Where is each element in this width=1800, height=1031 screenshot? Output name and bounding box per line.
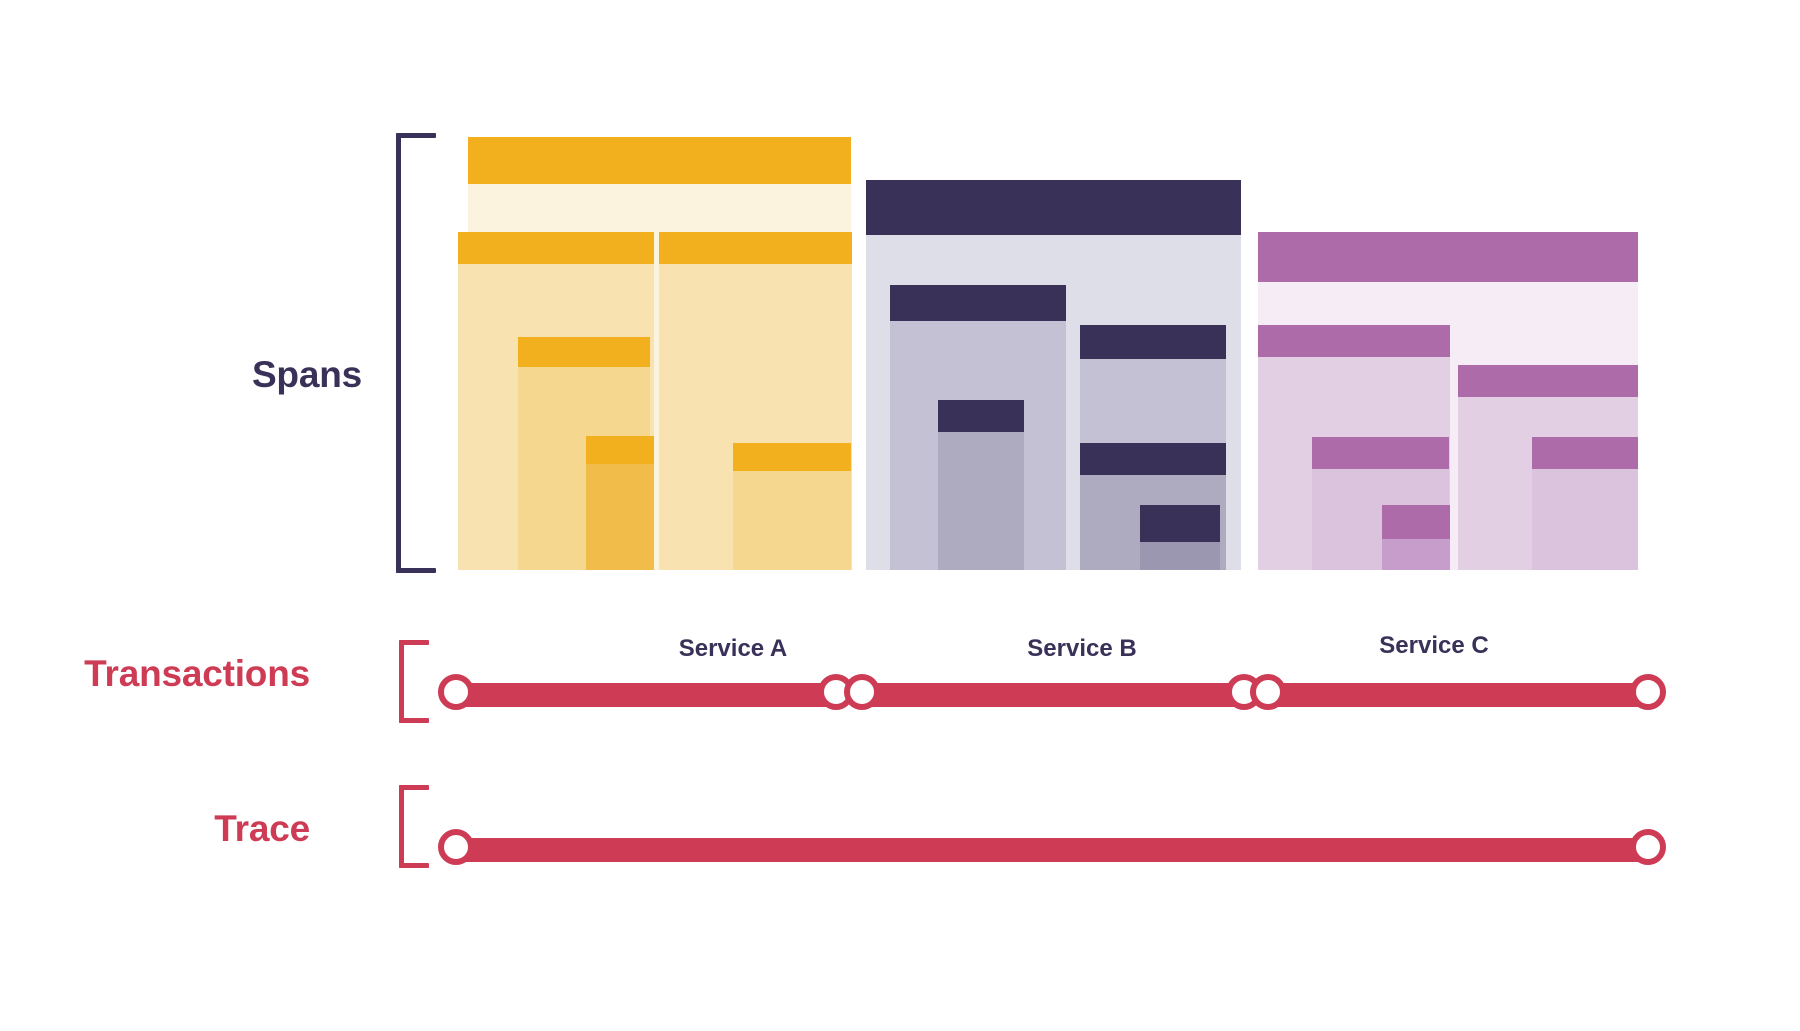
bracket-spine: [396, 133, 401, 573]
bracket-bottom-arm: [399, 718, 429, 723]
span-head-bar: [518, 337, 650, 367]
span-head-bar: [1140, 505, 1220, 542]
transaction-service-c[interactable]: [1250, 674, 1666, 710]
span-head-bar: [938, 400, 1024, 432]
transaction-start-dot[interactable]: [844, 674, 880, 710]
span-head-bar: [866, 180, 1241, 235]
transaction-start-dot[interactable]: [438, 674, 474, 710]
trace-start-dot[interactable]: [438, 829, 474, 865]
span-head-bar: [1080, 325, 1226, 359]
span-leaf-span-1[interactable]: [938, 400, 1024, 570]
bracket-bottom-arm: [396, 568, 436, 573]
spans-bracket: [396, 133, 436, 573]
transaction-bar: [856, 683, 1250, 707]
span-head-bar: [1458, 365, 1638, 397]
span-head-bar: [1258, 325, 1450, 357]
trace-bar: [450, 838, 1654, 862]
service-caption-c: Service C: [1379, 632, 1489, 659]
transaction-end-dot[interactable]: [1630, 674, 1666, 710]
span-head-bar: [1382, 505, 1450, 539]
span-root-span[interactable]: [1258, 232, 1638, 282]
bracket-top-arm: [399, 640, 429, 645]
transaction-service-a[interactable]: [438, 674, 854, 710]
span-leaf-span-3[interactable]: [733, 443, 851, 570]
trace-end-dot[interactable]: [1630, 829, 1666, 865]
span-leaf-span-2[interactable]: [1532, 437, 1638, 570]
transaction-bar: [450, 683, 842, 707]
transaction-start-dot[interactable]: [1250, 674, 1286, 710]
span-head-bar: [733, 443, 851, 471]
service-caption-a: Service A: [678, 635, 788, 662]
bracket-bottom-arm: [399, 863, 429, 868]
span-head-bar: [458, 232, 654, 264]
transactions-row-label: Transactions: [84, 653, 310, 694]
span-head-bar: [1532, 437, 1638, 469]
span-root-span[interactable]: [866, 180, 1241, 235]
span-leaf-span-2[interactable]: [586, 436, 654, 570]
bracket-top-arm: [396, 133, 436, 138]
trace-span[interactable]: [438, 829, 1666, 865]
trace-row-label: Trace: [214, 808, 310, 849]
span-head-bar: [1080, 443, 1226, 475]
span-group-service-c: [1258, 232, 1638, 570]
span-head-bar: [586, 436, 654, 464]
span-head-bar: [1312, 437, 1449, 469]
transactions-bracket: [399, 640, 429, 723]
span-group-service-a: [458, 137, 852, 570]
span-leaf-span-3[interactable]: [1382, 505, 1450, 570]
trace-bracket: [399, 785, 429, 868]
span-head-bar: [890, 285, 1066, 321]
bracket-top-arm: [399, 785, 429, 790]
spans-area: [458, 137, 1638, 570]
bracket-spine: [399, 640, 404, 723]
bracket-spine: [399, 785, 404, 868]
service-caption-b: Service B: [1027, 635, 1137, 662]
span-head-bar: [659, 232, 852, 264]
span-root-span[interactable]: [468, 137, 851, 184]
transaction-bar: [1262, 683, 1654, 707]
spans-row-label: Spans: [251, 354, 362, 395]
span-head-bar: [1258, 232, 1638, 282]
span-head-bar: [468, 137, 851, 184]
span-leaf-span-3[interactable]: [1140, 505, 1220, 570]
transaction-service-b[interactable]: [844, 674, 1262, 710]
span-group-service-b: [866, 180, 1241, 570]
